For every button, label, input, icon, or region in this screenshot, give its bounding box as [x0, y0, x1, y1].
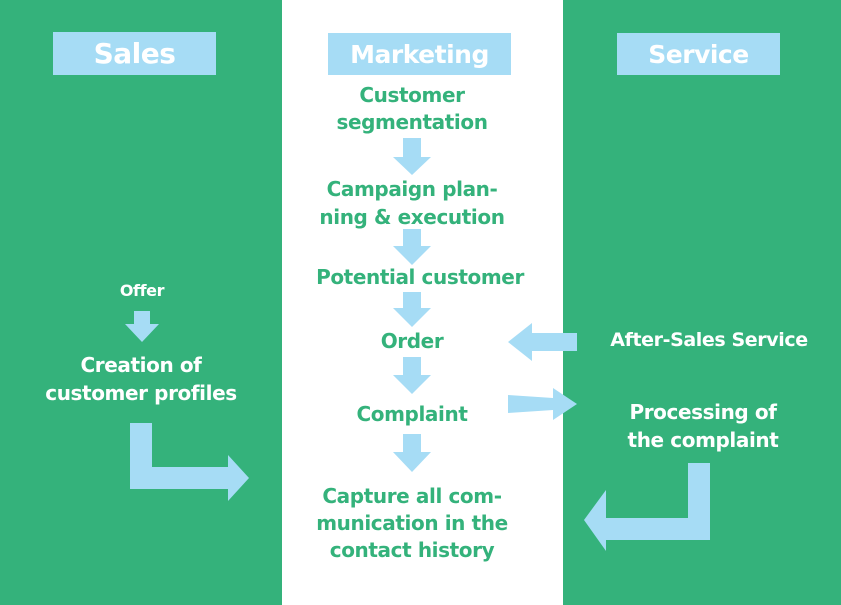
marketing-header: Marketing: [328, 33, 511, 75]
service-processing-complaint: Processing of the complaint: [627, 400, 779, 452]
sales-offer: Offer: [119, 281, 165, 300]
service-header: Service: [617, 33, 780, 75]
step-order: Order: [380, 329, 444, 353]
step-capture-contact-history: Capture all com- munication in the conta…: [316, 484, 508, 562]
service-header-text: Service: [648, 39, 749, 69]
step-campaign-planning: Campaign plan- ning & execution: [319, 177, 505, 229]
step-potential-customer: Potential customer: [316, 265, 524, 289]
sales-header-text: Sales: [93, 37, 176, 70]
step-customer-segmentation: Customer segmentation: [336, 83, 488, 134]
sales-creation-of-customer-profiles: Creation of customer profiles: [45, 353, 237, 405]
sales-column: [0, 0, 282, 605]
step-complaint: Complaint: [356, 402, 468, 426]
service-column: [563, 0, 841, 605]
service-after-sales: After-Sales Service: [610, 329, 808, 351]
marketing-header-text: Marketing: [350, 39, 489, 69]
sales-header: Sales: [53, 32, 216, 75]
